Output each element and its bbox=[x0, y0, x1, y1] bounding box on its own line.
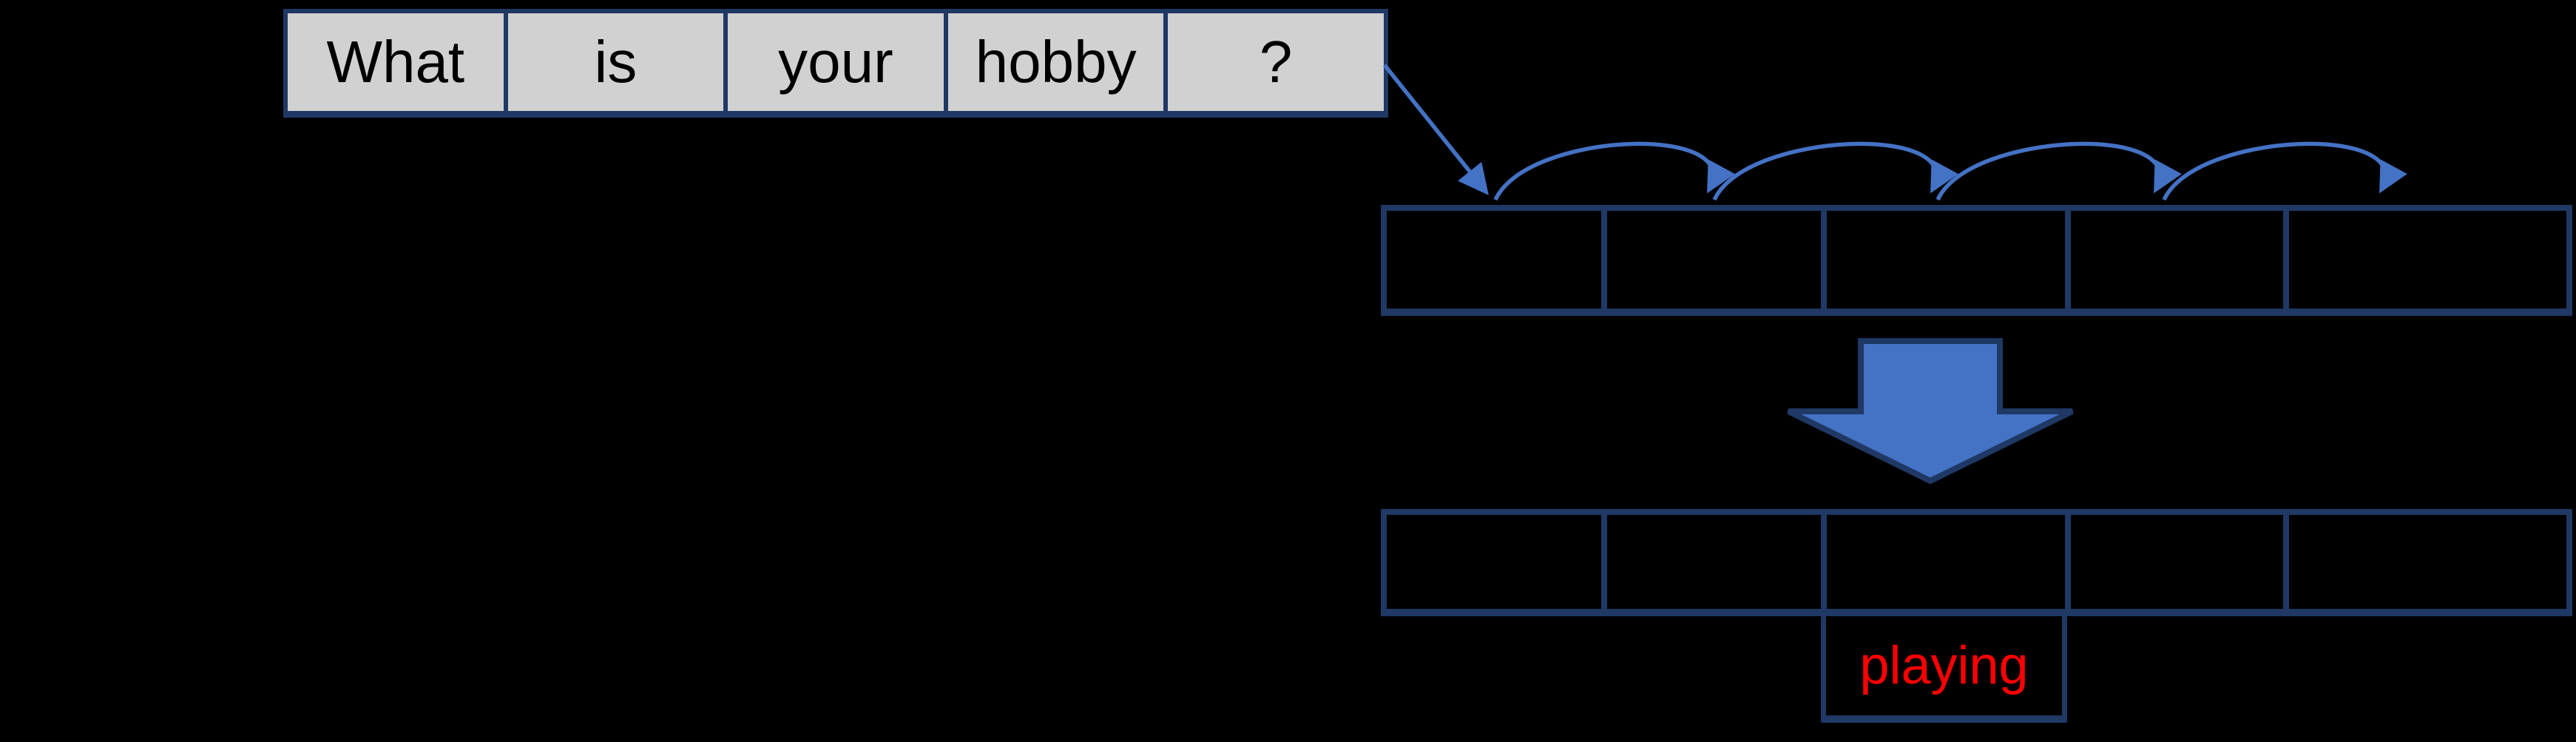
encoder-row bbox=[1381, 205, 2572, 316]
decoder-cell bbox=[1607, 515, 1827, 609]
input-sentence-table: What is your hobby ? bbox=[283, 9, 1388, 118]
hop-arc-2-icon bbox=[1712, 141, 1958, 201]
input-to-encoder-arrow-icon bbox=[1382, 64, 1489, 195]
input-word-cell: hobby bbox=[947, 13, 1169, 111]
hop-arc-1-icon bbox=[1493, 141, 1735, 201]
output-word-label: playing bbox=[1859, 636, 2029, 695]
hop-arc-3-icon bbox=[1936, 141, 2182, 201]
big-down-arrow-icon bbox=[1787, 338, 2074, 485]
input-word-cell: ? bbox=[1168, 13, 1384, 111]
output-word-box: playing bbox=[1821, 616, 2067, 723]
decoder-cell bbox=[2071, 515, 2289, 609]
encoder-cell bbox=[1387, 211, 1607, 308]
encoder-cell bbox=[1607, 211, 1827, 308]
hop-arc-4-icon bbox=[2162, 141, 2407, 201]
decoder-row bbox=[1381, 509, 2572, 616]
encoder-cell bbox=[2071, 211, 2289, 308]
encoder-cell bbox=[1827, 211, 2071, 308]
decoder-cell bbox=[1827, 515, 2071, 609]
input-word-cell: your bbox=[728, 13, 948, 111]
input-word-cell: What bbox=[288, 13, 508, 111]
decoder-cell bbox=[1387, 515, 1607, 609]
input-word-cell: is bbox=[507, 13, 728, 111]
